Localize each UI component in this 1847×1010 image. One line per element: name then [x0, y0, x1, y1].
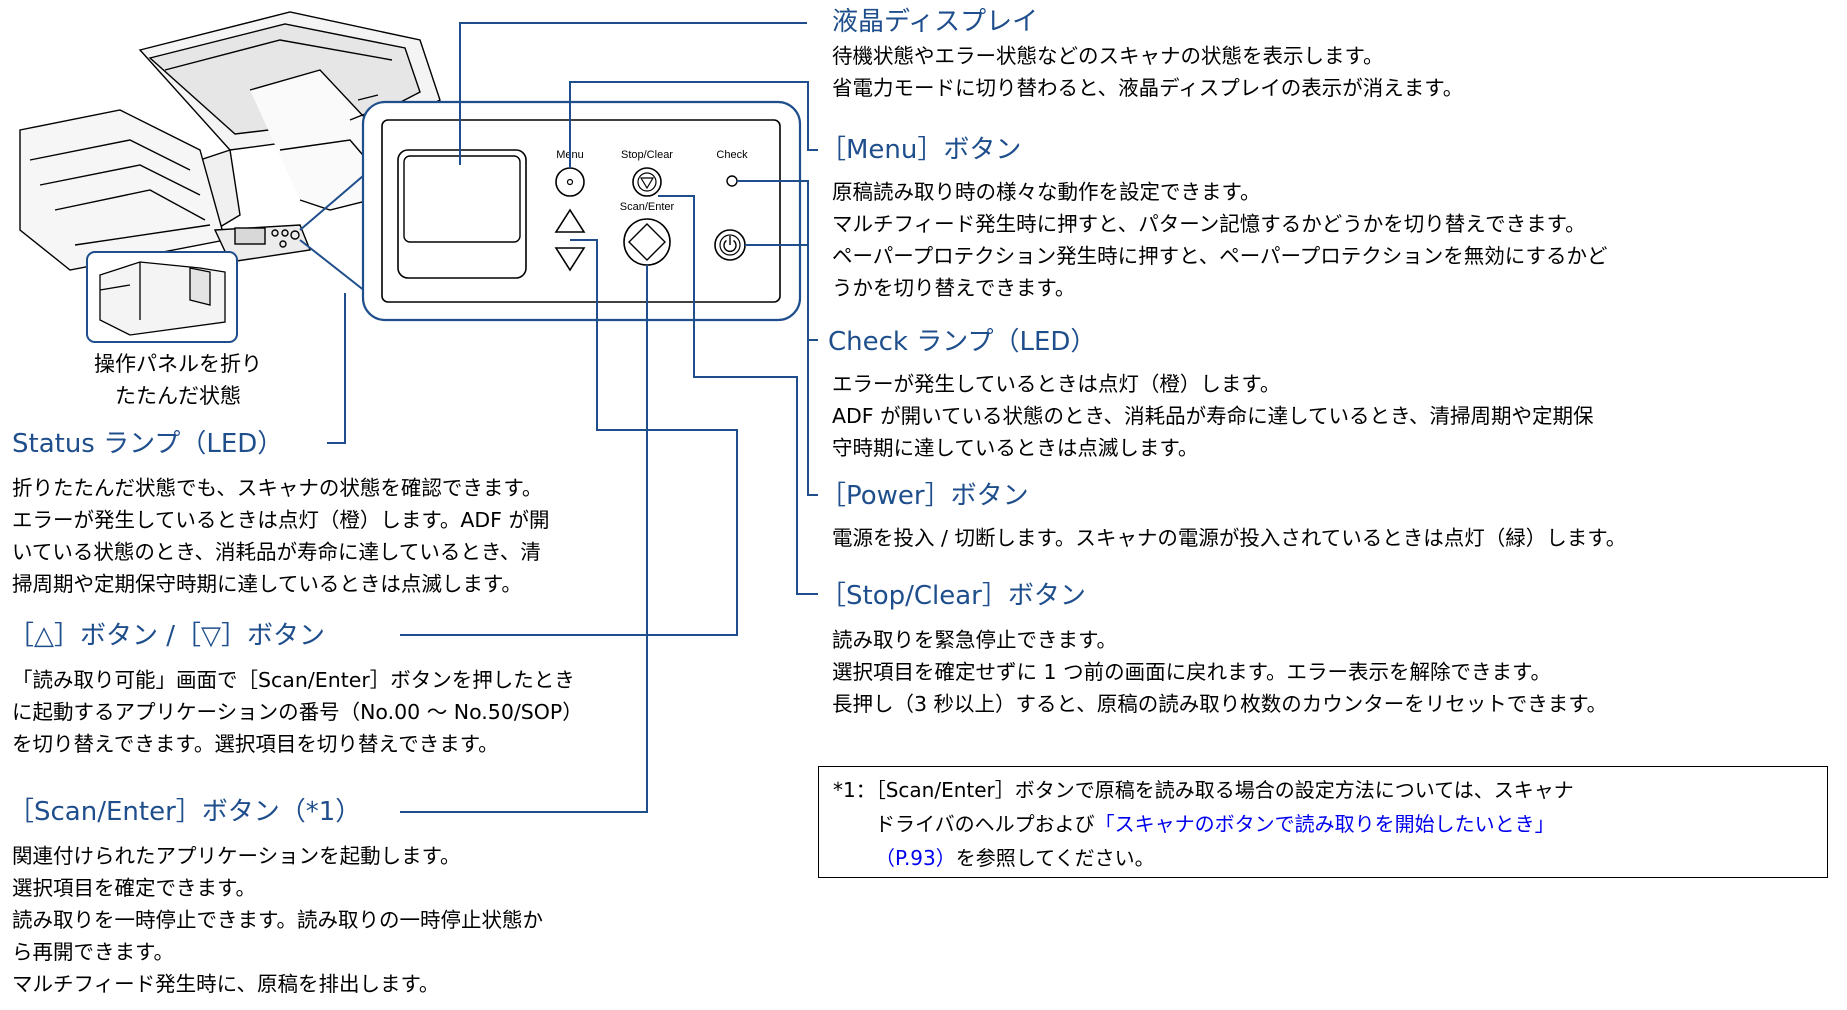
scan-line: 関連付けられたアプリケーションを起動します。: [12, 844, 461, 868]
folded-panel-inset: [86, 251, 238, 343]
updown-line: 「読み取り可能」画面で［Scan/Enter］ボタンを押したとき: [12, 668, 575, 692]
folded-panel-caption: 操作パネルを折り たたんだ状態: [68, 348, 288, 412]
footnote-text: ［Scan/Enter］ボタンで原稿を読み取る場合の設定方法については、スキャナ: [875, 778, 1574, 802]
power-line: 電源を投入 / 切断します。スキャナの電源が投入されているときは点灯（緑）します…: [832, 526, 1627, 550]
status-description: 折りたたんだ状態でも、スキャナの状態を確認できます。 エラーが発生しているときは…: [12, 472, 549, 600]
status-heading: Status ランプ（LED）: [12, 429, 284, 459]
check-line: エラーが発生しているときは点灯（橙）します。: [832, 372, 1281, 396]
lcd-line: 待機状態やエラー状態などのスキャナの状態を表示します。: [832, 44, 1384, 68]
status-line: 折りたたんだ状態でも、スキャナの状態を確認できます。: [12, 476, 543, 500]
scan-description: 関連付けられたアプリケーションを起動します。 選択項目を確定できます。 読み取り…: [12, 840, 543, 1000]
scan-line: マルチフィード発生時に、原稿を排出します。: [12, 972, 440, 996]
operator-panel-enlarged: Menu Stop/Clear Check Scan/Enter: [361, 100, 802, 322]
callout-lines: [327, 22, 818, 813]
power-heading: ［Power］ボタン: [820, 481, 1029, 511]
menu-heading: ［Menu］ボタン: [820, 135, 1022, 165]
updown-line: を切り替えできます。選択項目を切り替えできます。: [12, 732, 499, 756]
footnote-prefix: *1：: [833, 778, 876, 802]
scan-enter-button[interactable]: [623, 218, 671, 266]
stop-panel-label: Stop/Clear: [621, 149, 673, 161]
lcd-description: 待機状態やエラー状態などのスキャナの状態を表示します。 省電力モードに切り替わる…: [832, 40, 1463, 104]
status-line: 掃周期や定期保守時期に達しているときは点滅します。: [12, 572, 522, 596]
check-heading: Check ランプ（LED）: [828, 327, 1097, 357]
lcd-heading: 液晶ディスプレイ: [832, 7, 1039, 37]
page-reference-link[interactable]: （P.93）: [875, 846, 956, 870]
footnote-box: *1：［Scan/Enter］ボタンで原稿を読み取る場合の設定方法については、ス…: [818, 766, 1828, 878]
check-line: ADF が開いている状態のとき、消耗品が寿命に達しているとき、清掃周期や定期保: [832, 404, 1594, 428]
footnote-line-1: *1：［Scan/Enter］ボタンで原稿を読み取る場合の設定方法については、ス…: [833, 773, 1574, 807]
stop-heading: ［Stop/Clear］ボタン: [820, 581, 1086, 611]
stop-line: 読み取りを緊急停止できます。: [832, 628, 1117, 652]
zoom-connector: [299, 169, 371, 296]
scan-line: 選択項目を確定できます。: [12, 876, 256, 900]
power-description: 電源を投入 / 切断します。スキャナの電源が投入されているときは点灯（緑）します…: [832, 522, 1626, 554]
footnote-text: を参照してください。: [955, 846, 1155, 870]
check-description: エラーが発生しているときは点灯（橙）します。 ADF が開いている状態のとき、消…: [832, 368, 1594, 464]
up-button[interactable]: [554, 208, 586, 233]
footnote-line-2: ドライバのヘルプおよび「スキャナのボタンで読み取りを開始したいとき」: [875, 807, 1555, 841]
status-line: いている状態のとき、消耗品が寿命に達しているとき、清: [12, 540, 541, 564]
stop-line: 長押し（3 秒以上）すると、原稿の読み取り枚数のカウンターをリセットできます。: [832, 692, 1608, 716]
menu-line: うかを切り替えできます。: [832, 276, 1076, 300]
check-panel-label: Check: [716, 149, 748, 161]
folded-caption-line: たたんだ状態: [115, 384, 241, 408]
updown-heading: ［△］ボタン /［▽］ボタン: [8, 621, 326, 651]
scan-line: ら再開できます。: [12, 940, 174, 964]
updown-description: 「読み取り可能」画面で［Scan/Enter］ボタンを押したとき に起動するアプ…: [12, 664, 583, 760]
folded-caption-line: 操作パネルを折り: [94, 352, 262, 376]
footnote-line-3: （P.93）を参照してください。: [875, 841, 1155, 875]
menu-line: ペーパープロテクション発生時に押すと、ペーパープロテクションを無効にするかど: [832, 244, 1608, 268]
status-line: エラーが発生しているときは点灯（橙）します。ADF が開: [12, 508, 550, 532]
scan-heading: ［Scan/Enter］ボタン（*1）: [8, 797, 362, 827]
scan-line: 読み取りを一時停止できます。読み取りの一時停止状態か: [12, 908, 543, 932]
reference-link[interactable]: 「スキャナのボタンで読み取りを開始したいとき」: [1094, 812, 1555, 836]
menu-line: マルチフィード発生時に押すと、パターン記憶するかどうかを切り替えできます。: [832, 212, 1586, 236]
menu-line: 原稿読み取り時の様々な動作を設定できます。: [832, 180, 1261, 204]
check-led: [726, 175, 738, 187]
stop-clear-button[interactable]: [632, 167, 662, 197]
menu-description: 原稿読み取り時の様々な動作を設定できます。 マルチフィード発生時に押すと、パター…: [832, 176, 1608, 304]
updown-line: に起動するアプリケーションの番号（No.00 ～ No.50/SOP）: [12, 700, 583, 724]
scan-panel-label: Scan/Enter: [620, 201, 675, 213]
down-button[interactable]: [554, 247, 586, 272]
stop-line: 選択項目を確定せずに 1 つ前の画面に戻れます。エラー表示を解除できます。: [832, 660, 1551, 684]
stop-description: 読み取りを緊急停止できます。 選択項目を確定せずに 1 つ前の画面に戻れます。エ…: [832, 624, 1607, 720]
footnote-text: ドライバのヘルプおよび: [875, 812, 1095, 836]
menu-button[interactable]: [555, 167, 585, 197]
lcd-line: 省電力モードに切り替わると、液晶ディスプレイの表示が消えます。: [832, 76, 1464, 100]
check-line: 守時期に達しているときは点滅します。: [832, 436, 1199, 460]
